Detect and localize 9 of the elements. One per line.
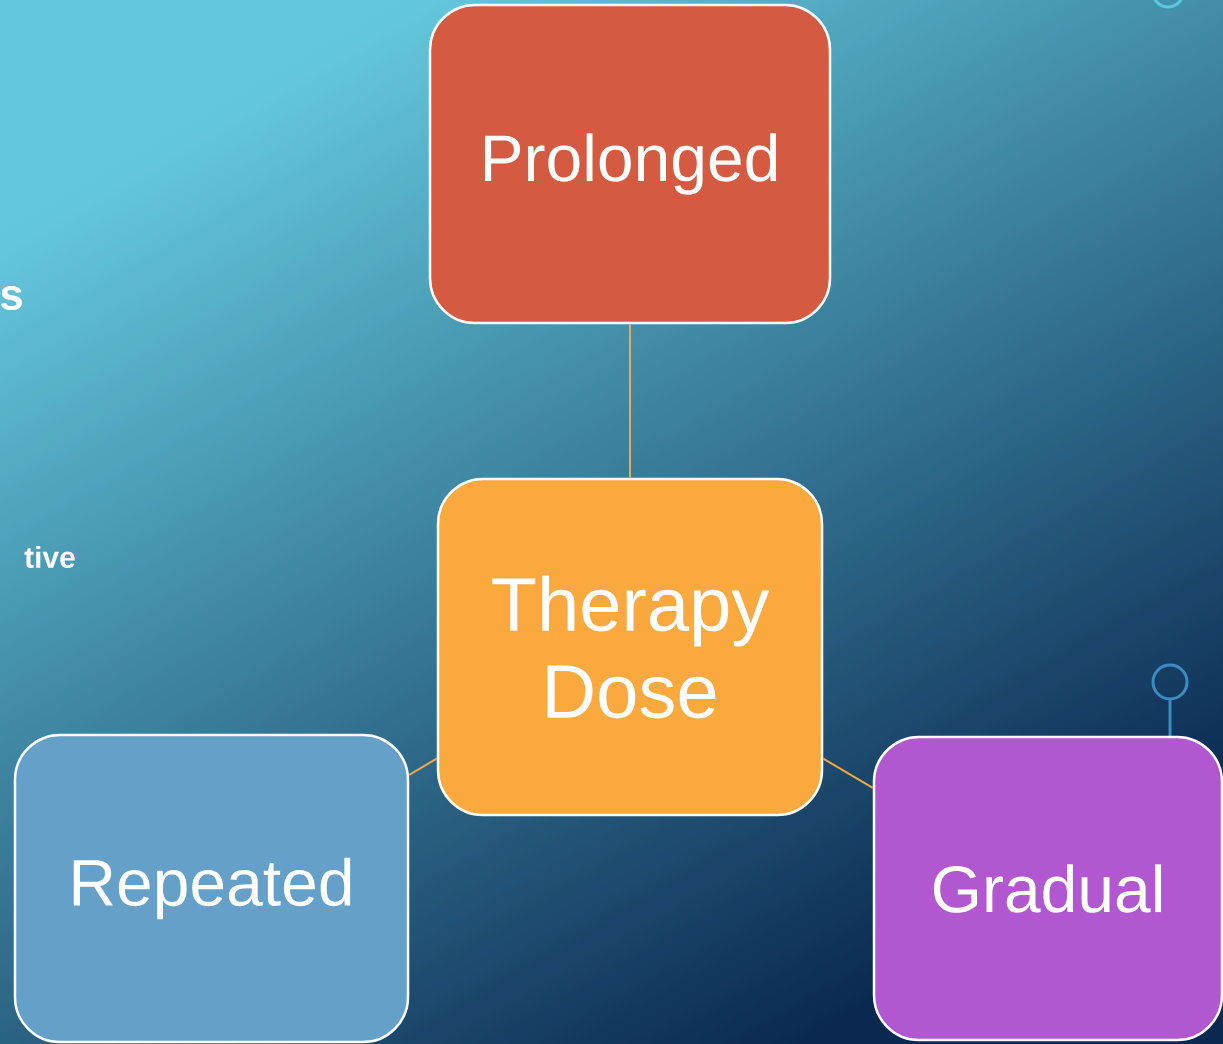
- cut-off-text: s: [0, 285, 22, 311]
- rounded-box: Repeated: [13, 733, 410, 1044]
- cut-off-text: tive: [24, 546, 75, 569]
- connector-line: [408, 757, 438, 776]
- rounded-box: Prolonged: [428, 3, 832, 325]
- connector-line: [822, 757, 874, 789]
- rounded-box: Gradual: [872, 735, 1223, 1042]
- connector-line: [629, 323, 631, 479]
- rounded-box: Therapy Dose: [436, 477, 824, 817]
